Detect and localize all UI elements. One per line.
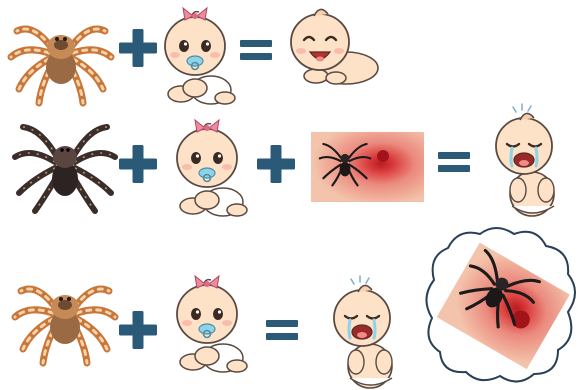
- black-spider-image: [10, 118, 120, 218]
- plus-sign: [118, 310, 158, 350]
- crying-baby-image: [326, 276, 406, 386]
- plus-sign: [118, 144, 158, 184]
- crying-baby-image: [488, 104, 568, 214]
- equals-sign: [436, 150, 472, 174]
- plus-sign: [256, 144, 296, 184]
- spider-bite-photo: [311, 132, 424, 202]
- baby-with-pacifier-image: [150, 4, 240, 104]
- equals-sign: [238, 38, 274, 62]
- thought-bubble: [418, 222, 584, 388]
- baby-with-pacifier-image: [162, 116, 252, 216]
- orange-tarantula-image: [6, 8, 116, 108]
- baby-with-pacifier-image: [162, 272, 252, 372]
- happy-baby-image: [280, 4, 380, 104]
- orange-tarantula-image: [10, 268, 120, 368]
- equals-sign: [264, 318, 300, 342]
